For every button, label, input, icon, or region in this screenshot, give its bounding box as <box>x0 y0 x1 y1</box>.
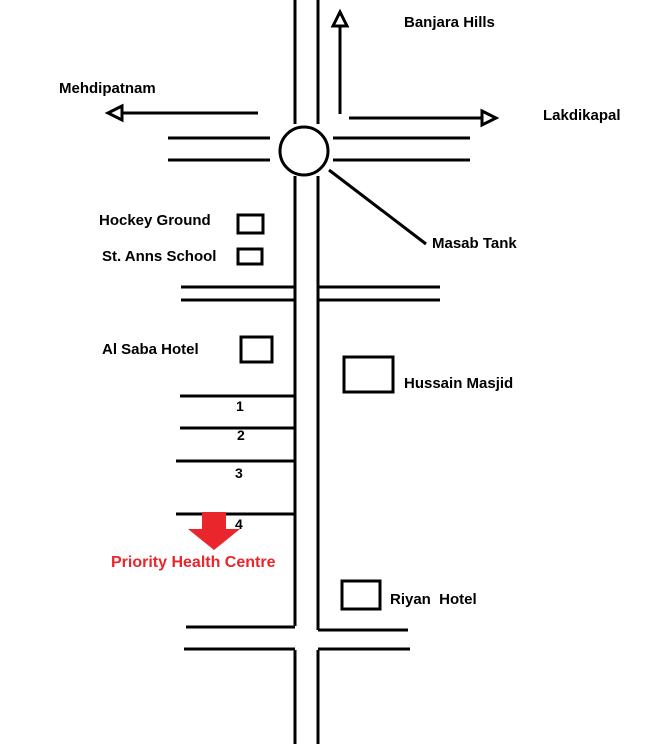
junction-label: Masab Tank <box>432 235 517 252</box>
al-saba-hotel-label: Al Saba Hotel <box>102 341 199 358</box>
riyan-hotel-label: Riyan Hotel <box>390 591 477 608</box>
north-arrow-head-icon <box>330 8 350 28</box>
st-anns-school-building-icon <box>236 247 264 266</box>
east-arrow-head-icon <box>480 108 500 128</box>
north-direction-label: Banjara Hills <box>404 14 495 31</box>
hockey-ground-building-icon <box>236 213 265 235</box>
al-saba-hotel-building-icon <box>239 335 274 364</box>
lane-1-label: 1 <box>236 398 244 414</box>
destination-label: Priority Health Centre <box>111 554 276 571</box>
masab-tank-pointer <box>328 168 427 246</box>
hussain-masjid-building-icon <box>342 355 395 394</box>
west-arrow-head-icon <box>104 103 124 123</box>
lane-4-label: 4 <box>235 516 243 532</box>
red-down-arrow-icon <box>188 512 240 550</box>
east-direction-label: Lakdikapal <box>543 107 621 124</box>
lane-2-label: 2 <box>237 427 245 443</box>
hussain-masjid-label: Hussain Masjid <box>404 375 514 392</box>
roundabout <box>278 125 330 177</box>
west-direction-label: Mehdipatnam <box>59 80 156 97</box>
riyan-hotel-building-icon <box>340 579 382 611</box>
st-anns-school-label: St. Anns School <box>102 248 217 265</box>
lane-3-label: 3 <box>235 465 243 481</box>
hockey-ground-label: Hockey Ground <box>99 212 211 229</box>
